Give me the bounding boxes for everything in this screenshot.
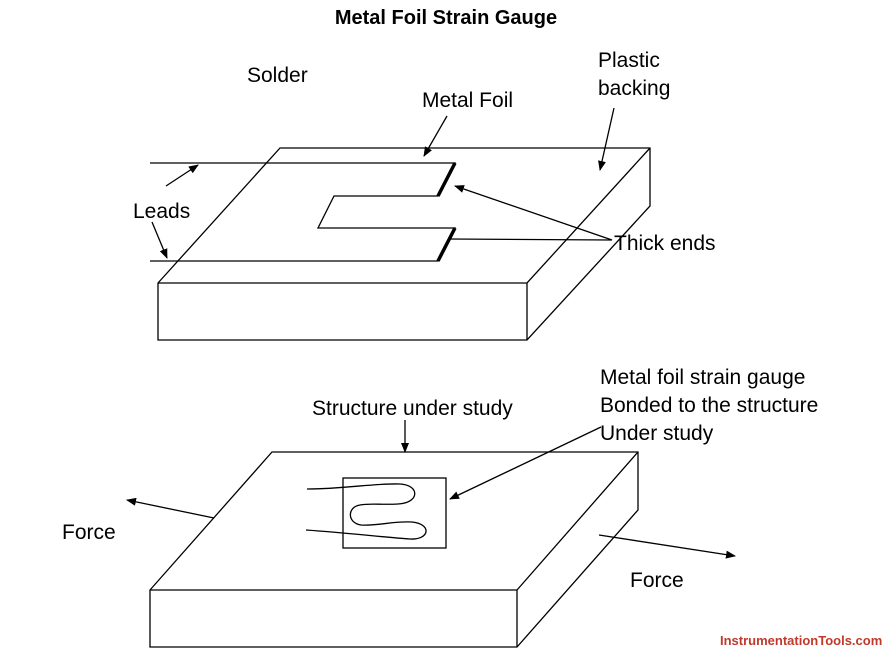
metal-foil-grid bbox=[150, 162, 457, 262]
gauge-label-line3: Under study bbox=[600, 422, 714, 445]
plastic-backing-label-line2: backing bbox=[598, 77, 671, 100]
top-figure-arrows bbox=[151, 107, 615, 259]
leads-arrow-upper bbox=[165, 164, 199, 187]
bottom-figure-arrows bbox=[126, 420, 736, 559]
force-right-arrow bbox=[598, 534, 736, 559]
metal-foil-label: Metal Foil bbox=[422, 89, 514, 112]
structure-block bbox=[149, 451, 639, 648]
gauge-arrow bbox=[449, 426, 602, 500]
force-right-label: Force bbox=[630, 569, 684, 592]
plastic-backing-arrow bbox=[598, 107, 615, 171]
gauge-label-line2: Bonded to the structure bbox=[600, 394, 819, 417]
leads-label: Leads bbox=[133, 200, 191, 223]
thick-ends-arrow bbox=[454, 185, 613, 241]
plastic-backing-block bbox=[157, 147, 651, 341]
force-left-label: Force bbox=[62, 521, 116, 544]
structure-under-study-label: Structure under study bbox=[312, 397, 513, 420]
thick-ends-arrow-lower bbox=[448, 238, 613, 241]
gauge-label-line1: Metal foil strain gauge bbox=[600, 366, 806, 389]
solder-label: Solder bbox=[247, 64, 308, 87]
leads-arrow-lower bbox=[151, 221, 168, 259]
force-left-arrow bbox=[126, 497, 215, 519]
plastic-backing-label-line1: Plastic bbox=[598, 49, 660, 72]
metal-foil-arrow bbox=[423, 115, 448, 157]
bonded-strain-gauge bbox=[305, 477, 447, 549]
diagram-title: Metal Foil Strain Gauge bbox=[334, 7, 558, 29]
watermark: InstrumentationTools.com bbox=[720, 633, 883, 648]
thick-ends-label: Thick ends bbox=[614, 232, 716, 255]
